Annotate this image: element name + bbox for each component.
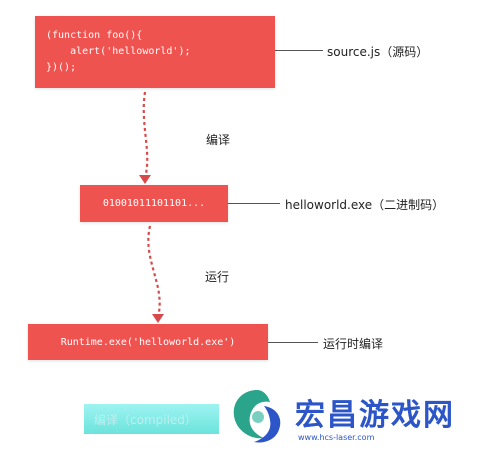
watermark-logo-icon bbox=[233, 390, 281, 443]
source-label-connector bbox=[275, 50, 323, 51]
binary-label: helloworld.exe（二进制码） bbox=[285, 198, 445, 212]
arrow-source-to-binary bbox=[142, 91, 149, 179]
watermark-brand: 宏昌游戏网 bbox=[295, 398, 455, 433]
watermark-url: www.hcs-laser.com bbox=[298, 433, 375, 442]
binary-code-text: 01001011101101... bbox=[102, 198, 206, 209]
compile-step-label: 编译 bbox=[206, 133, 231, 147]
run-step-label: 运行 bbox=[205, 270, 230, 284]
compiled-tag: 编译（compiled） bbox=[84, 404, 219, 434]
arrow-binary-to-runtime bbox=[147, 225, 161, 318]
arrow-binary-to-runtime-head bbox=[152, 314, 164, 323]
runtime-label-connector bbox=[268, 342, 318, 343]
compiled-tag-text: 编译（compiled） bbox=[94, 412, 197, 427]
source-code-line: alert('helloworld'); bbox=[46, 46, 191, 57]
source-label: source.js（源码） bbox=[327, 45, 429, 59]
source-code-line: (function foo(){ bbox=[46, 30, 143, 41]
runtime-box: Runtime.exe('helloworld.exe') bbox=[28, 324, 268, 360]
runtime-label: 运行时编译 bbox=[323, 337, 384, 351]
runtime-text: Runtime.exe('helloworld.exe') bbox=[60, 336, 236, 348]
binary-code-box: 01001011101101... bbox=[80, 185, 228, 222]
binary-label-connector bbox=[228, 203, 280, 204]
source-code-box: (function foo(){ alert('helloworld'); })… bbox=[35, 16, 275, 88]
source-code-line: })(); bbox=[46, 62, 77, 73]
arrow-source-to-binary-head bbox=[139, 175, 151, 184]
